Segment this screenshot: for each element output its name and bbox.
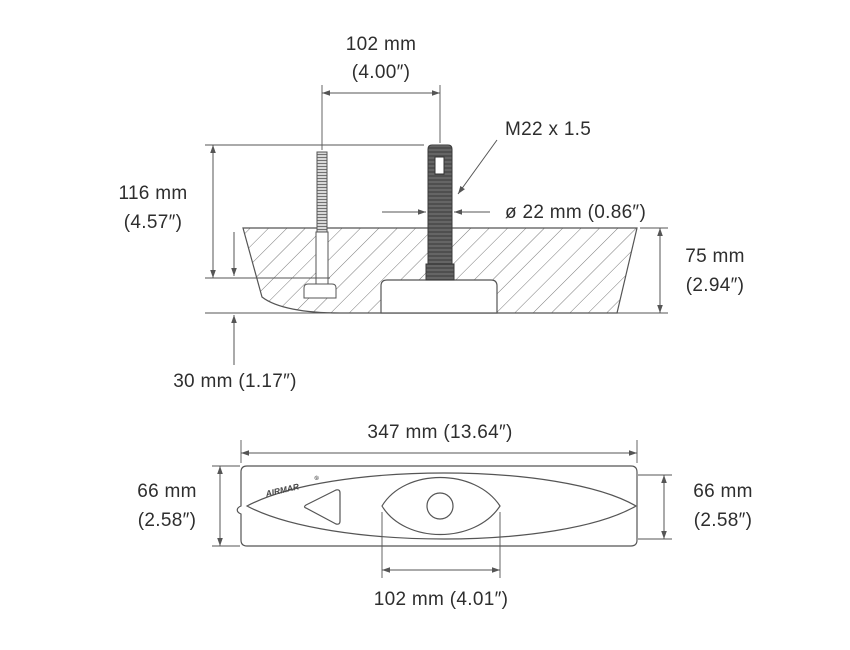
dimension-stud-spacing: 102 mm (4.00″) xyxy=(321,34,441,150)
dimension-label: 102 mm (4.01″) xyxy=(374,589,508,610)
dimension-label: 347 mm (13.64″) xyxy=(367,422,512,443)
thread-label: M22 x 1.5 xyxy=(505,119,591,140)
sensor-face-outline xyxy=(245,472,638,540)
stud-threaded-part xyxy=(316,151,328,233)
dimension-hull-height: 75 mm (2.94″) xyxy=(640,227,745,313)
dimension-label: 30 mm (1.17″) xyxy=(173,371,297,392)
dimension-label-mm: 75 mm xyxy=(685,246,745,267)
mounting-stud xyxy=(303,151,337,299)
stem-slot xyxy=(434,156,445,175)
dimension-label-mm: 66 mm xyxy=(137,481,197,502)
threaded-stem xyxy=(425,144,455,281)
stem-collar xyxy=(425,263,455,281)
dimension-label-inch: (2.58″) xyxy=(694,510,752,531)
dimension-label-inch: (4.57″) xyxy=(124,212,182,233)
diameter-label: ø 22 mm (0.86″) xyxy=(505,202,646,223)
dimension-bottom-offset: 30 mm (1.17″) xyxy=(173,232,668,392)
center-circle xyxy=(426,492,454,520)
dimension-stem-diameter: ø 22 mm (0.86″) xyxy=(382,202,646,223)
direction-arrow-icon xyxy=(303,489,341,525)
dimension-label-inch: (2.58″) xyxy=(138,510,196,531)
bottom-view: AIRMAR ® 347 mm (13.64″) 66 mm (2.58″) 6… xyxy=(137,422,753,610)
stem-body xyxy=(427,144,453,269)
dimension-label-mm: 116 mm xyxy=(118,183,187,204)
stud-shank xyxy=(315,231,329,285)
dimension-length: 347 mm (13.64″) xyxy=(240,422,638,463)
dimension-label-inch: (2.94″) xyxy=(686,275,744,296)
side-view: 102 mm (4.00″) M22 x 1.5 ø 22 mm (0.86″)… xyxy=(118,34,744,392)
dimension-width-right: 66 mm (2.58″) xyxy=(638,474,753,540)
logo-registered-mark: ® xyxy=(314,474,320,482)
sensor-housing xyxy=(380,279,498,314)
dimension-label-mm: 102 mm xyxy=(346,34,416,55)
thread-callout: M22 x 1.5 xyxy=(457,119,591,195)
dimension-label-mm: 66 mm xyxy=(693,481,753,502)
dimension-width-left: 66 mm (2.58″) xyxy=(137,465,240,547)
dimension-overall-height: 116 mm (4.57″) xyxy=(118,144,424,279)
dimension-label-inch: (4.00″) xyxy=(352,62,410,83)
dimension-window-length: 102 mm (4.01″) xyxy=(374,512,508,610)
stud-nut xyxy=(303,283,337,299)
